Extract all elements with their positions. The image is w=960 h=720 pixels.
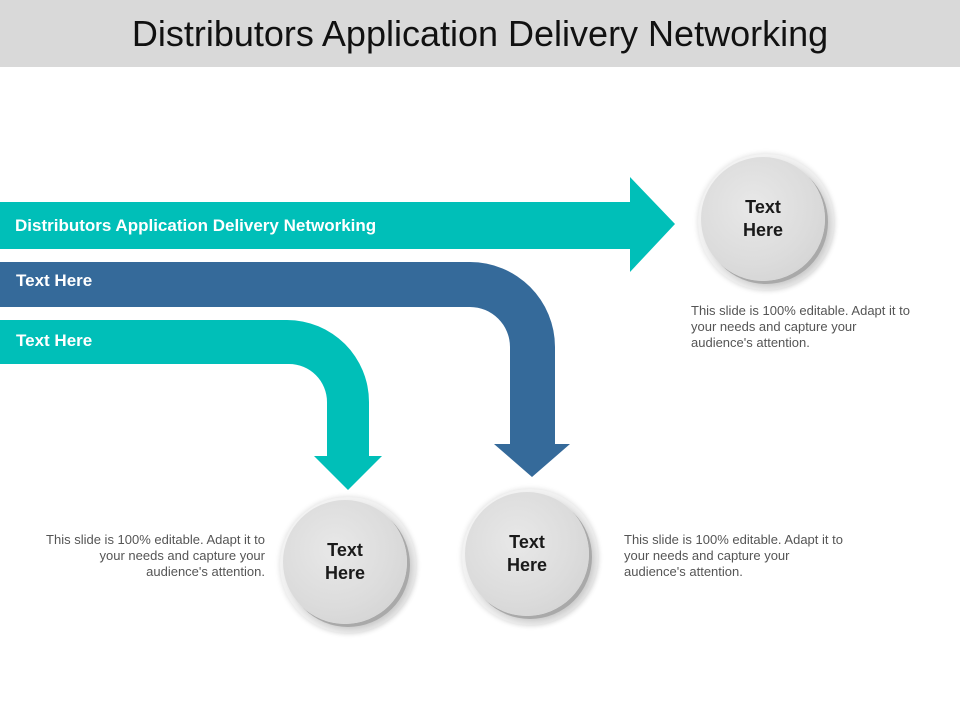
circle-middle: Text Here	[465, 492, 589, 616]
description-bottom-left: This slide is 100% editable. Adapt it to…	[46, 532, 265, 579]
arrow-bottom	[0, 320, 382, 490]
arrow-bottom-label: Text Here	[16, 331, 93, 350]
circle-bottom: Text Here	[283, 500, 407, 624]
title-bar	[0, 0, 960, 67]
circle-top: Text Here	[701, 157, 825, 281]
arrow-middle	[0, 262, 570, 477]
description-top-right: This slide is 100% editable. Adapt it to…	[691, 303, 910, 350]
circle-bottom-label: Text Here	[324, 540, 366, 583]
arrow-middle-label: Text Here	[16, 271, 93, 290]
description-bottom-right: This slide is 100% editable. Adapt it to…	[624, 532, 843, 579]
arrow-top	[0, 177, 675, 272]
arrow-top-label: Distributors Application Delivery Networ…	[15, 216, 377, 235]
circle-top-label: Text Here	[742, 197, 784, 240]
circle-middle-label: Text Here	[506, 532, 548, 575]
slide-title: Distributors Application Delivery Networ…	[131, 13, 829, 54]
